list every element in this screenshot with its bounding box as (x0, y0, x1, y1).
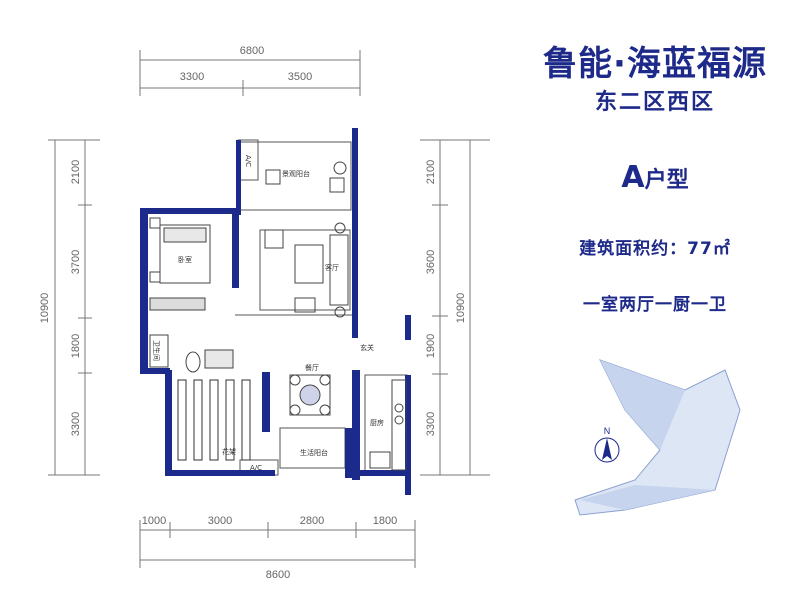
living-furniture (264, 222, 349, 318)
north-label: N (604, 426, 611, 436)
label-entrance: 玄关 (360, 343, 374, 352)
dim-right-3: 1900 (425, 334, 437, 358)
label-bathroom: 卫生间 (152, 340, 161, 361)
north-arrow-icon (602, 438, 612, 460)
dim-left-2: 3700 (70, 250, 82, 274)
dim-bottom-1: 1000 (142, 515, 166, 527)
left-dimensions (48, 139, 100, 476)
dim-left-1: 2100 (70, 160, 82, 184)
area-label: 建筑面积约： (579, 239, 688, 259)
dim-bottom-3: 2800 (300, 515, 324, 527)
dim-right-4: 3300 (425, 412, 437, 436)
label-bedroom: 卧室 (178, 255, 192, 264)
unit-type: A户型 (520, 160, 790, 195)
dim-bottom-2: 3000 (208, 515, 232, 527)
compass-ring (594, 437, 620, 463)
north-arrow: N (594, 426, 620, 463)
dim-left-3: 1800 (70, 334, 82, 358)
label-ac-bottom: A/C (250, 464, 262, 472)
dim-right-total: 10900 (455, 293, 467, 324)
label-kitchen: 厨房 (370, 418, 384, 427)
dim-bottom-total: 8600 (266, 569, 290, 581)
label-ac-top: A/C (244, 155, 252, 167)
dim-top-right: 3500 (288, 71, 312, 83)
balcony-furniture (265, 161, 347, 193)
right-dimensions (420, 139, 490, 476)
label-balcony: 景观阳台 (282, 169, 310, 178)
layout-text: 一室两厅一厨一卫 (583, 295, 727, 315)
bathroom-fixtures (149, 334, 234, 373)
bottom-dimensions (139, 520, 416, 568)
area-value: 77㎡ (687, 239, 731, 259)
top-dimensions (139, 50, 361, 96)
label-dining: 餐厅 (305, 363, 319, 372)
label-garden: 花架 (222, 447, 236, 456)
dim-left-total: 10900 (39, 293, 51, 324)
floor-plan: 6800 3300 3500 10900 2100 3700 1800 3300… (39, 45, 490, 581)
unit-type-letter: A (621, 160, 645, 195)
site-south-block (580, 485, 715, 510)
area-line: 建筑面积约：77㎡ (520, 234, 790, 259)
dim-bottom-4: 1800 (373, 515, 397, 527)
dining-furniture (289, 374, 331, 416)
bedroom-furniture (149, 217, 211, 311)
garden-pergola (177, 379, 251, 461)
kitchen-fixtures (369, 379, 407, 471)
dim-right-2: 3600 (425, 250, 437, 274)
site-map: N (574, 359, 741, 516)
dim-right-1: 2100 (425, 160, 437, 184)
project-title: 鲁能·海蓝福源 (543, 44, 767, 84)
thick-walls (140, 128, 411, 495)
label-utility-balcony: 生活阳台 (300, 448, 328, 457)
dim-left-4: 3300 (70, 412, 82, 436)
dim-top-left: 3300 (180, 71, 204, 83)
dim-top-total: 6800 (240, 45, 264, 57)
label-living: 客厅 (325, 263, 339, 272)
unit-type-suffix: 户型 (644, 168, 689, 193)
site-west-block (600, 360, 685, 450)
project-subtitle: 东二区西区 (594, 90, 715, 115)
